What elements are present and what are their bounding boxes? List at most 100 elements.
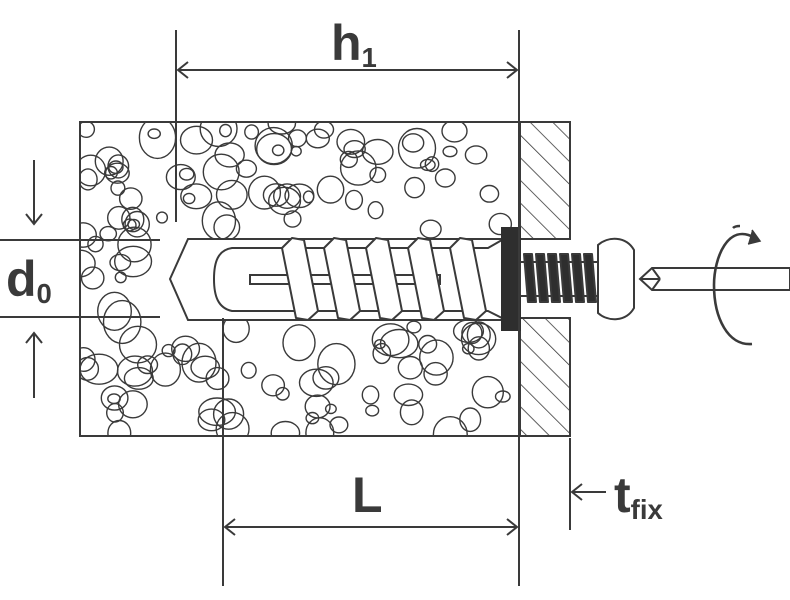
aggregate-pebble <box>107 419 132 436</box>
aggregate-pebble <box>441 122 468 143</box>
aggregate-pebble <box>336 128 366 155</box>
dowel-rib <box>407 237 445 321</box>
dowel-rib <box>323 237 361 321</box>
aggregate-pebble <box>218 123 232 138</box>
aggregate-pebble <box>117 226 152 263</box>
aggregate-pebble <box>339 150 377 186</box>
aggregate-pebble <box>461 342 475 355</box>
screw-thread-turn <box>583 253 597 303</box>
aggregate-pebble <box>96 291 132 331</box>
aggregate-pebble <box>494 390 511 403</box>
aggregate-pebble <box>80 222 97 248</box>
aggregate-pebble <box>372 342 392 365</box>
aggregate-pebble <box>118 187 143 211</box>
aggregate-pebble <box>404 176 426 199</box>
aggregate-pebble <box>107 205 131 230</box>
aggregate-pebble <box>181 342 217 383</box>
aggregate-pebble <box>117 390 148 419</box>
aggregate-pebble <box>147 128 161 140</box>
aggregate-pebble <box>244 124 260 140</box>
aggregate-pebble <box>418 339 454 376</box>
aggregate-pebble <box>316 175 345 204</box>
screw-thread-turn <box>523 253 537 303</box>
aggregate-pebble <box>339 150 358 169</box>
label-tfix: tfix <box>614 467 663 525</box>
aggregate-pebble <box>178 167 195 181</box>
aggregate-pebble <box>197 408 226 432</box>
aggregate-pebble <box>283 210 302 228</box>
aggregate-pebble <box>121 206 145 233</box>
aggregate-pebble <box>215 411 250 436</box>
dimension-arrowheads <box>25 61 583 536</box>
screw-head <box>597 237 635 321</box>
aggregate-pebble <box>479 184 500 203</box>
aggregate-pebble <box>214 142 245 168</box>
aggregate-pebble <box>114 245 153 278</box>
aggregate-pebble <box>179 125 214 155</box>
screw-thread <box>519 253 599 303</box>
aggregate-pebble <box>262 183 290 207</box>
aggregate-pebble <box>471 375 504 409</box>
aggregate-pebble <box>369 166 387 184</box>
aggregate-pebble <box>393 383 424 407</box>
aggregate-pebble <box>324 403 337 415</box>
screw-thread-turn <box>571 253 585 303</box>
aggregate-pebble <box>240 361 257 379</box>
aggregate-pebble <box>123 366 154 390</box>
aggregate-pebble <box>361 138 394 165</box>
aggregate-pebble <box>80 168 98 191</box>
aggregate-pebble <box>102 299 142 345</box>
aggregate-pebble <box>305 128 330 149</box>
aggregate-pebble <box>488 212 513 236</box>
dowel-ribs <box>281 237 487 321</box>
aggregate-pebble <box>423 361 448 386</box>
aggregate-pebble <box>305 411 320 425</box>
aggregate-pebble <box>205 366 230 391</box>
aggregate-pebble <box>247 175 282 210</box>
aggregate-pebble <box>442 145 458 158</box>
aggregate-pebble <box>235 159 258 178</box>
aggregate-pebble <box>275 386 290 401</box>
aggregate-pebble <box>124 210 150 238</box>
aggregate-pebble <box>161 343 176 358</box>
rotation-arrow-icon <box>712 224 762 346</box>
aggregate-pebble <box>180 183 213 210</box>
aggregate-pebble <box>182 192 196 205</box>
aggregate-pebble <box>165 163 196 191</box>
screw-thread-turn <box>535 253 549 303</box>
aggregate-pebble <box>80 347 96 372</box>
aggregate-pebble <box>401 133 425 153</box>
aggregate-pebble <box>270 420 301 436</box>
label-L: L <box>352 467 383 523</box>
aggregate-pebble <box>107 154 130 179</box>
aggregate-pebble <box>198 397 237 427</box>
aggregate-pebble <box>302 190 315 204</box>
aggregate-pebble <box>254 126 294 165</box>
aggregate-pebble <box>329 416 349 434</box>
aggregate-pebble <box>155 211 169 224</box>
aggregate-texture <box>80 122 513 436</box>
aggregate-pebble <box>80 266 105 290</box>
aggregate-pebble <box>268 186 302 216</box>
aggregate-pebble <box>94 146 124 176</box>
aggregate-pebble <box>118 325 158 364</box>
aggregate-pebble <box>464 145 488 165</box>
aggregate-pebble <box>212 398 245 430</box>
aggregate-pebble <box>432 416 468 436</box>
aggregate-pebble <box>467 336 491 361</box>
aggregate-pebble <box>373 339 386 350</box>
aggregate-pebble <box>273 183 302 210</box>
aggregate-pebble <box>80 122 96 138</box>
aggregate-pebble <box>397 127 437 169</box>
aggregate-pebble <box>298 368 334 398</box>
dimension-lines <box>0 30 606 586</box>
aggregate-pebble <box>267 122 297 135</box>
aggregate-pebble <box>424 156 440 173</box>
aggregate-pebble <box>418 334 438 354</box>
aggregate-pebble <box>434 168 456 188</box>
dowel-rib <box>449 237 487 321</box>
aggregate-pebble <box>379 328 419 359</box>
aggregate-pebble <box>406 320 422 334</box>
aggregate-pebble <box>399 399 424 426</box>
